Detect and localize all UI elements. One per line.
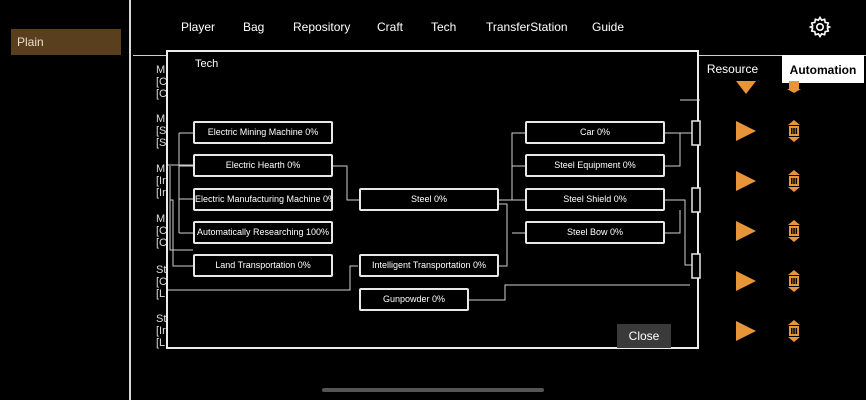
play-icon[interactable] <box>735 320 757 342</box>
tech-node-steel-bow[interactable]: Steel Bow 0% <box>525 221 665 244</box>
tech-node-steel-equipment[interactable]: Steel Equipment 0% <box>525 154 665 177</box>
tech-node-steel-shield[interactable]: Steel Shield 0% <box>525 188 665 211</box>
tech-node-land-transportation[interactable]: Land Transportation 0% <box>193 254 333 277</box>
left-panel <box>0 0 131 400</box>
tab-automation[interactable]: Automation <box>782 55 864 83</box>
tech-node-intelligent-transportation[interactable]: Intelligent Transportation 0% <box>359 254 499 277</box>
home-indicator[interactable] <box>322 388 544 392</box>
dialog-title: Tech <box>195 58 219 70</box>
tech-node-car[interactable]: Car 0% <box>525 121 665 144</box>
list-item: M[Ir[Ir <box>156 163 166 199</box>
list-item: M[C[C <box>156 213 167 249</box>
list-item: M[C[C <box>156 64 167 100</box>
nav-bag[interactable]: Bag <box>243 20 265 34</box>
play-icon[interactable] <box>735 270 757 292</box>
nav-transfer-station[interactable]: TransferStation <box>486 20 568 34</box>
plain-region-tab[interactable]: Plain <box>11 29 121 55</box>
tech-node-electric-mining-machine[interactable]: Electric Mining Machine 0% <box>193 121 333 144</box>
tech-node-gunpowder[interactable]: Gunpowder 0% <box>359 288 469 311</box>
nav-tech[interactable]: Tech <box>431 20 457 34</box>
tech-node-electric-manufacturing-machine[interactable]: Electric Manufacturing Machine 0% <box>193 188 333 211</box>
automation-icon[interactable] <box>787 81 801 93</box>
list-item: St[C[L <box>156 264 167 300</box>
list-item: M[S[S <box>156 113 167 149</box>
play-icon[interactable] <box>735 81 757 95</box>
nav-craft[interactable]: Craft <box>377 20 404 34</box>
gear-icon[interactable] <box>808 15 832 39</box>
automation-icon[interactable] <box>787 270 801 292</box>
nav-player[interactable]: Player <box>181 20 216 34</box>
automation-icon[interactable] <box>787 170 801 192</box>
tech-node-electric-hearth[interactable]: Electric Hearth 0% <box>193 154 333 177</box>
nav-guide[interactable]: Guide <box>592 20 625 34</box>
close-button[interactable]: Close <box>617 324 671 348</box>
automation-icon[interactable] <box>787 220 801 242</box>
automation-icon[interactable] <box>787 320 801 342</box>
play-icon[interactable] <box>735 220 757 242</box>
nav-repository[interactable]: Repository <box>293 20 351 34</box>
play-icon[interactable] <box>735 170 757 192</box>
list-item: St[Ir[L <box>156 313 167 349</box>
tech-node-automatically-researching[interactable]: Automatically Researching 100% <box>193 221 333 244</box>
tech-node-steel[interactable]: Steel 0% <box>359 188 499 211</box>
tab-resource[interactable]: Resource <box>706 62 759 76</box>
automation-icon[interactable] <box>787 120 801 142</box>
play-icon[interactable] <box>735 120 757 142</box>
